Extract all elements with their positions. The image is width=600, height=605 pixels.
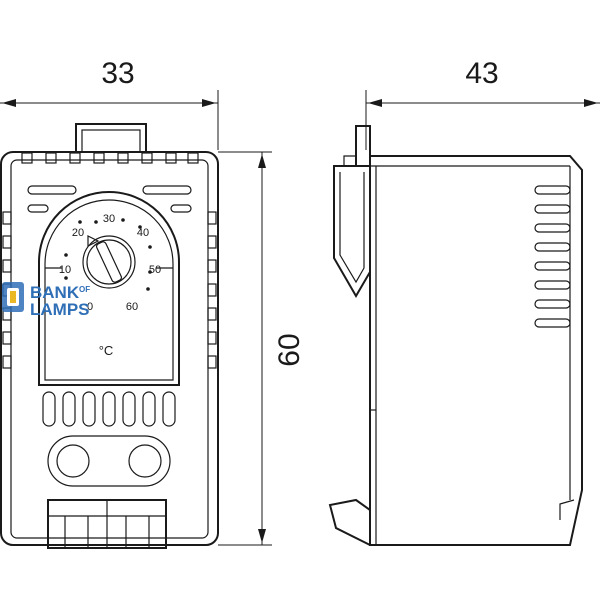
dial-scale-labels: 0 10 20 30 40 50 60 <box>59 213 161 313</box>
housing-outline <box>0 151 219 546</box>
side-vent-fins <box>534 185 571 328</box>
dimension-label-height: 60 <box>273 333 306 366</box>
unit-label: °C <box>99 343 114 358</box>
dial-window <box>38 191 180 386</box>
upper-slots <box>27 185 192 213</box>
scale-label-30: 30 <box>103 213 115 225</box>
watermark-line2: LAMPS <box>30 300 90 319</box>
mounting-clip <box>75 123 147 152</box>
terminal-screw-right <box>128 444 162 478</box>
terminal-screw-left <box>56 444 90 478</box>
scale-label-40: 40 <box>137 227 149 239</box>
bottom-connector <box>47 499 167 549</box>
watermark-line1: BANK <box>30 283 80 302</box>
side-housing-outline <box>369 155 583 546</box>
dimension-label-side-depth: 43 <box>465 57 498 90</box>
top-vent-teeth <box>21 152 199 164</box>
dimension-height: 60 <box>218 151 306 546</box>
scale-label-60: 60 <box>126 301 138 313</box>
scale-label-20: 20 <box>72 227 84 239</box>
scale-label-10: 10 <box>59 264 71 276</box>
watermark-logo: BANK OF LAMPS <box>2 282 90 319</box>
watermark-line1-small: OF <box>79 285 90 294</box>
lamp-icon <box>2 282 24 312</box>
front-view: 0 10 20 30 40 50 60 °C <box>0 123 219 549</box>
scale-label-0: 0 <box>87 301 93 313</box>
thermostat-knob <box>82 235 136 289</box>
side-view <box>328 125 583 546</box>
dial-scale-dots <box>64 218 152 291</box>
terminal-block <box>47 435 171 487</box>
lower-vent-slots <box>42 391 176 427</box>
dimension-front-width: 33 <box>0 57 219 150</box>
side-bottom-foot <box>328 498 371 546</box>
dimension-side-depth: 43 <box>365 57 600 150</box>
scale-label-50: 50 <box>149 264 161 276</box>
dimension-label-front-width: 33 <box>101 57 134 90</box>
